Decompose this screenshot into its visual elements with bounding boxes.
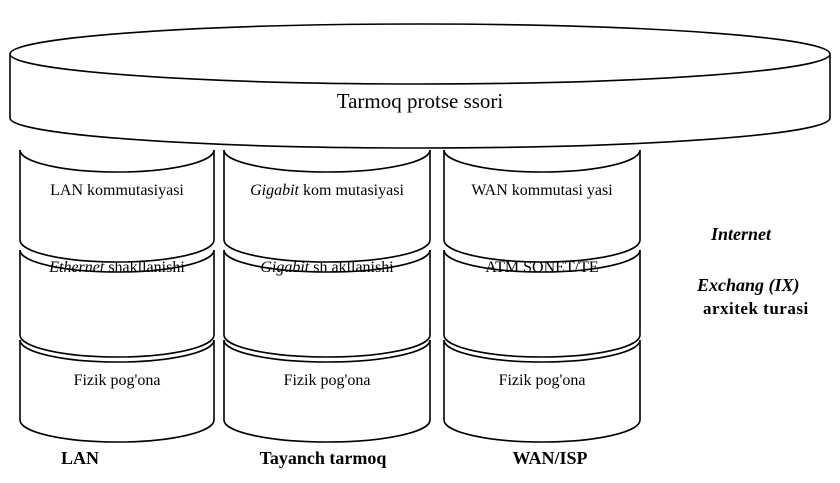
backbone-layer-1-label: Gigabit kom mutasiyasi	[250, 182, 404, 199]
wan-layer-2-label-text: ATM SONET/TE	[485, 259, 598, 276]
wan-layer-1-rim	[443, 149, 641, 173]
backbone-layer-3-label: Fizik pog'ona	[284, 372, 371, 389]
wan-layer-2-rim	[443, 249, 641, 273]
wan-layer-3-body	[443, 340, 641, 443]
wan-layer-2-body	[443, 250, 641, 358]
side-label-architecture: arxitek turasi	[703, 299, 809, 318]
lan-layer-3-label: Fizik pog'ona	[74, 372, 161, 389]
lan-layer-2-body	[19, 250, 215, 358]
backbone-layer-1-label-italic: Gigabit	[250, 182, 299, 199]
processor-label: Tarmoq protse ssori	[337, 89, 504, 113]
lan-layer-1-label: LAN kommutasiyasi	[50, 182, 184, 199]
network-processor-disk: Tarmoq protse ssori	[9, 23, 831, 149]
wan-layer-3-label-text: Fizik pog'ona	[499, 372, 586, 389]
lan-layer-2-label-text: shakllanishi	[104, 259, 185, 276]
layer-stacks: Fizik pog'ona Ethernet shakllanishi LAN ko…	[19, 149, 641, 443]
column-title-backbone: Tayanch tarmoq	[259, 448, 387, 468]
backbone-layer-3-body	[223, 340, 431, 443]
lan-layer-2-label-italic: Ethernet	[48, 259, 105, 276]
lan-layer-1-rim	[19, 149, 215, 173]
lan-layer-2-label: Ethernet shakllanishi	[48, 259, 185, 276]
column-title-lan: LAN	[60, 448, 99, 468]
wan-layer-3-label: Fizik pog'ona	[499, 372, 586, 389]
backbone-layer-2-label-text: sh akllanishi	[309, 259, 394, 276]
lan-layer-3-rim	[19, 339, 215, 363]
lan-layer-3-label-text: Fizik pog'ona	[74, 372, 161, 389]
side-label-exchange: Exchang (IX)	[697, 275, 800, 295]
lan-layer-3-body	[19, 340, 215, 443]
backbone-layer-1-body	[223, 150, 431, 263]
backbone-layer-1-label-text: kom mutasiyasi	[299, 182, 404, 199]
backbone-layer-3-label-text: Fizik pog'ona	[284, 372, 371, 389]
lan-layer-1-body	[19, 150, 215, 263]
wan-layer-1-body	[443, 150, 641, 263]
backbone-layer-2-rim	[223, 249, 431, 273]
wan-layer-1-label: WAN kommutasi yasi	[471, 182, 613, 199]
wan-layer-2-label: ATM SONET/TE	[485, 259, 598, 276]
column-title-wan-isp: WAN/ISP	[512, 448, 588, 468]
backbone-layer-3-rim	[223, 339, 431, 363]
backbone-layer-2-body	[223, 250, 431, 358]
wan-layer-1-label-text: WAN kommutasi yasi	[471, 182, 613, 199]
lan-layer-1-label-text: LAN kommutasiyasi	[50, 182, 184, 199]
lan-layer-2-rim	[19, 249, 215, 273]
backbone-layer-2-label-italic: Gigabit	[260, 259, 309, 276]
side-label-internet: Internet	[711, 224, 772, 244]
backbone-layer-1-rim	[223, 149, 431, 173]
wan-layer-3-rim	[443, 339, 641, 363]
backbone-layer-2-label: Gigabit sh akllanishi	[260, 259, 394, 276]
processor-disk-top	[9, 23, 831, 85]
